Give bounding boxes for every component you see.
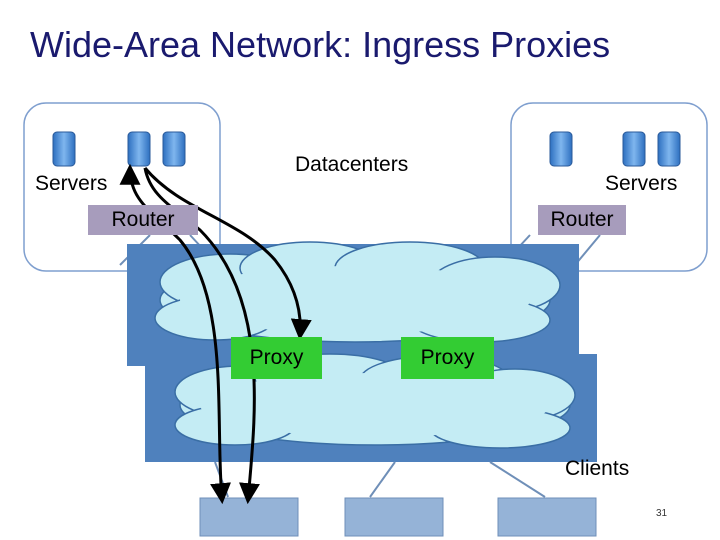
server-icon <box>622 131 646 167</box>
client-box <box>199 497 299 537</box>
client-box <box>497 497 597 537</box>
link-line <box>574 234 601 266</box>
right-servers-label: Servers <box>605 172 678 195</box>
path-arrow <box>143 167 260 505</box>
path-arrow <box>119 163 232 505</box>
server-icon <box>549 131 573 167</box>
client-box <box>344 497 444 537</box>
left-servers-label: Servers <box>35 172 108 195</box>
page-number: 31 <box>656 508 668 519</box>
path-arrow <box>143 167 312 341</box>
slide-title: Wide-Area Network: Ingress Proxies <box>30 24 611 65</box>
datacenters-label: Datacenters <box>295 153 409 176</box>
right-router: Router <box>538 205 626 235</box>
proxy-right: Proxy <box>401 337 494 379</box>
left-router: Router <box>88 205 198 235</box>
clients-label: Clients <box>565 457 630 480</box>
server-icon <box>127 131 151 167</box>
proxy-left: Proxy <box>231 337 322 379</box>
link-line <box>369 461 396 498</box>
server-icon <box>52 131 76 167</box>
server-icon <box>657 131 681 167</box>
server-icon <box>162 131 186 167</box>
link-line <box>489 461 546 498</box>
